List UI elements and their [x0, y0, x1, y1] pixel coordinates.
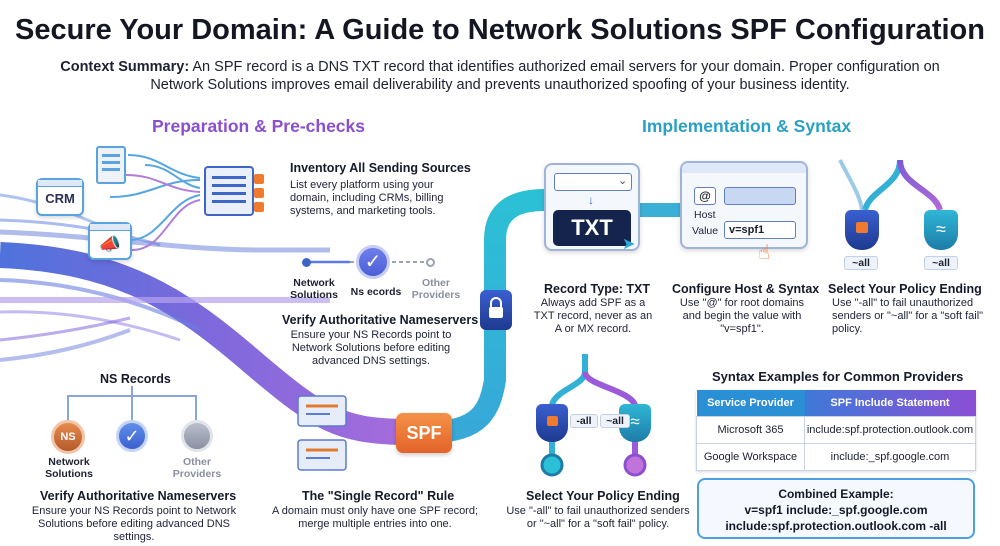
combined-line-2: include:spf.protection.outlook.com -all [725, 519, 947, 533]
policy-bottom-label-left: -all [570, 414, 598, 428]
policy-bottom-label-right: ~all [600, 414, 630, 428]
ns-top-node-mid: Ns ecords [350, 286, 402, 298]
ns-bottom-heading: Verify Authoritative Nameservers [40, 489, 237, 503]
ns-bottom-node-right: Other Providers [172, 456, 222, 480]
ns-bottom-body: Ensure your NS Records point to Network … [31, 505, 237, 543]
policy-branch-top [838, 159, 943, 212]
table-cell: Google Workspace [696, 442, 805, 471]
policy-bottom-heading: Select Your Policy Ending [526, 489, 680, 503]
chevron-down-icon: ⌄ [618, 175, 628, 187]
ns-badge-text: NS [60, 431, 76, 443]
inventory-body: List every platform using your domain, i… [290, 179, 444, 217]
policy-bottom-body: Use "-all" to fail unauthorized senders … [506, 505, 690, 530]
syntax-table: Service Provider SPF Include Statement M… [696, 390, 976, 471]
ns-top-node-left: Network Solutions [290, 277, 338, 301]
table-row: Microsoft 365 include:spf.protection.out… [696, 415, 976, 444]
teal-flow-pipe [429, 189, 680, 443]
table-cell: Microsoft 365 [696, 415, 805, 444]
cursor-icon: ➤ [622, 236, 636, 253]
combined-example-box: Combined Example: v=spf1 include:_spf.go… [697, 478, 975, 539]
at-symbol-field: @ [694, 187, 716, 205]
policy-top-body: Use "-all" to fail unauthorized senders … [832, 297, 984, 335]
ns-tree-title: NS Records [100, 372, 171, 386]
table-header-provider: Service Provider [696, 390, 805, 416]
crm-label: CRM [45, 191, 75, 206]
source-connectors [109, 154, 201, 241]
combined-line-1: v=spf1 include:_spf.google.com [744, 503, 928, 517]
value-field: v=spf1 [724, 221, 796, 239]
document-icon [96, 146, 126, 184]
check-circle-icon-bottom: ✓ [116, 420, 148, 452]
check-circle-icon: ✓ [356, 245, 390, 279]
summary-label: Context Summary: [60, 59, 190, 75]
section-title-impl: Implementation & Syntax [642, 116, 852, 136]
table-header-include: SPF Include Statement [804, 390, 976, 416]
single-record-body: A domain must only have one SPF record; … [271, 505, 479, 530]
spf-document-stack [297, 395, 347, 471]
host-syntax-body: Use "@" for root domains and begin the v… [679, 297, 805, 335]
table-cell: include:_spf.google.com [804, 442, 976, 471]
lock-shield-icon-bottom [536, 404, 568, 442]
table-row: Google Workspace include:_spf.google.com [696, 442, 976, 471]
context-summary: Context Summary: An SPF record is a DNS … [60, 58, 940, 94]
arrow-down-icon: ↓ [588, 193, 594, 207]
lock-shield-icon-top [845, 210, 879, 250]
ns-top-node-right: Other Providers [411, 277, 461, 301]
main-flow-band [0, 193, 401, 445]
wave-shield-icon-top: ≈ [924, 210, 958, 250]
host-field [724, 187, 796, 205]
host-label: Host [694, 209, 716, 221]
record-type-body: Always add SPF as a TXT record, never as… [533, 297, 653, 335]
record-type-heading: Record Type: TXT [544, 282, 651, 296]
spf-badge: SPF [396, 413, 452, 453]
policy-top-label-right: ~all [924, 256, 958, 270]
summary-text: An SPF record is a DNS TXT record that i… [150, 59, 940, 93]
policy-top-heading: Select Your Policy Ending [828, 282, 982, 296]
combined-title: Combined Example: [778, 487, 894, 501]
table-cell: include:spf.protection.outlook.com [804, 415, 976, 444]
host-config-panel: @ Host Value v=spf1 [680, 161, 808, 249]
dot-outline-icon [426, 258, 435, 267]
page-title: Secure Your Domain: A Guide to Network S… [15, 14, 985, 46]
ns-bottom-node-left: Network Solutions [45, 456, 93, 480]
megaphone-icon: 📣 [98, 234, 122, 254]
policy-branch-bottom [540, 354, 647, 477]
notebook-icon [204, 166, 264, 216]
value-label: Value [692, 225, 719, 237]
section-title-prep: Preparation & Pre-checks [152, 116, 366, 136]
syntax-table-title: Syntax Examples for Common Providers [712, 369, 964, 384]
policy-top-label-left: ~all [844, 256, 878, 270]
inventory-heading: Inventory All Sending Sources [290, 161, 471, 175]
host-syntax-heading: Configure Host & Syntax [672, 282, 820, 296]
crm-window-icon: CRM [36, 178, 84, 216]
ns-badge-icon: NS [51, 420, 85, 454]
dot-icon [302, 258, 311, 267]
hand-pointer-icon: ☝ [758, 242, 771, 264]
grey-circle-icon [181, 420, 213, 452]
ns-top-body: Ensure your NS Records point to Network … [290, 329, 452, 367]
single-record-heading: The "Single Record" Rule [302, 489, 455, 503]
ns-top-heading: Verify Authoritative Nameservers [282, 313, 479, 327]
txt-badge: TXT [553, 210, 631, 246]
lock-shield-icon [480, 290, 512, 330]
megaphone-window-icon: 📣 [88, 222, 132, 260]
